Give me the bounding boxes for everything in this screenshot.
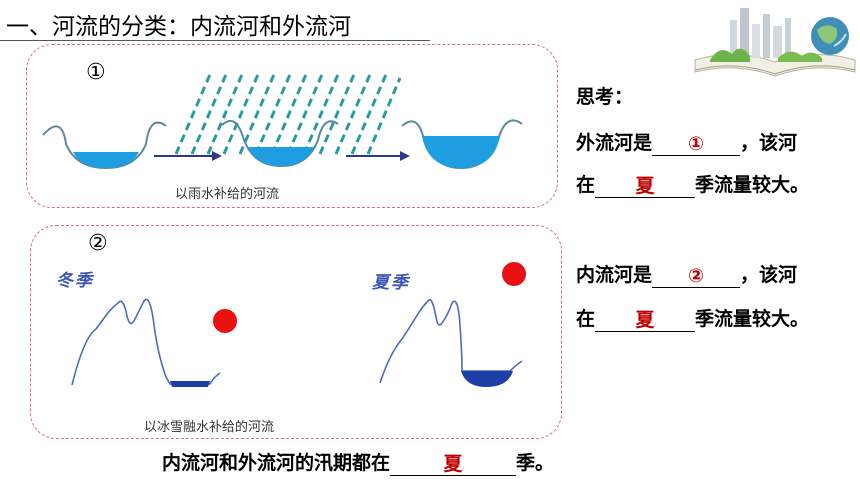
summer-sun-icon bbox=[502, 262, 526, 286]
line2-suffix: 季流量较大。 bbox=[695, 174, 810, 196]
winter-mountain-profile bbox=[71, 298, 221, 387]
bottom-prefix: 内流河和外流河的汛期都在 bbox=[162, 452, 391, 474]
line4-answer-blank: 夏 bbox=[595, 309, 696, 332]
page-title: 一、河流的分类：内流河和外流河 bbox=[6, 14, 351, 40]
rain-icon bbox=[174, 70, 402, 156]
panel2-number: ② bbox=[88, 231, 108, 256]
think-line2: 在夏季流量较大。 bbox=[576, 172, 809, 198]
summer-mountain-profile bbox=[379, 298, 523, 387]
rain-fed-river-diagram bbox=[42, 70, 523, 170]
line2-prefix: 在 bbox=[576, 174, 596, 196]
title-underline bbox=[0, 40, 430, 41]
arrow-icon bbox=[154, 151, 222, 161]
bottom-answer-blank: 夏 bbox=[390, 453, 517, 476]
think-heading: 思考： bbox=[576, 86, 634, 108]
panel2-caption: 以冰雪融水补给的河流 bbox=[144, 420, 275, 435]
bottom-suffix: 季。 bbox=[516, 452, 555, 474]
line3-answer-blank: ② bbox=[652, 265, 741, 288]
line1-prefix: 外流河是 bbox=[576, 132, 653, 154]
winter-label: 冬季 bbox=[56, 271, 94, 291]
bottom-statement: 内流河和外流河的汛期都在夏季。 bbox=[162, 450, 554, 476]
line3-suffix: ，该河 bbox=[740, 264, 798, 286]
line4-suffix: 季流量较大。 bbox=[695, 308, 810, 330]
line2-answer-blank: 夏 bbox=[595, 175, 696, 198]
rain-fed-river-panel bbox=[26, 44, 558, 208]
arrow-icon bbox=[346, 151, 410, 161]
snowmelt-river-diagram bbox=[71, 262, 526, 387]
line1-suffix: ，该河 bbox=[740, 132, 798, 154]
line4-prefix: 在 bbox=[576, 308, 596, 330]
think-line4: 在夏季流量较大。 bbox=[576, 306, 809, 332]
winter-sun-icon bbox=[213, 309, 237, 333]
line1-answer-blank: ① bbox=[652, 133, 741, 156]
panel1-caption: 以雨水补给的河流 bbox=[175, 187, 280, 202]
book-city-globe-image bbox=[694, 8, 856, 77]
line3-prefix: 内流河是 bbox=[576, 264, 653, 286]
panel1-number: ① bbox=[86, 60, 106, 85]
river-cross-section-3 bbox=[401, 119, 523, 170]
summer-label: 夏季 bbox=[372, 273, 410, 293]
snowmelt-river-panel bbox=[30, 225, 562, 439]
river-cross-section-1 bbox=[42, 121, 167, 170]
river-cross-section-2 bbox=[221, 120, 339, 168]
